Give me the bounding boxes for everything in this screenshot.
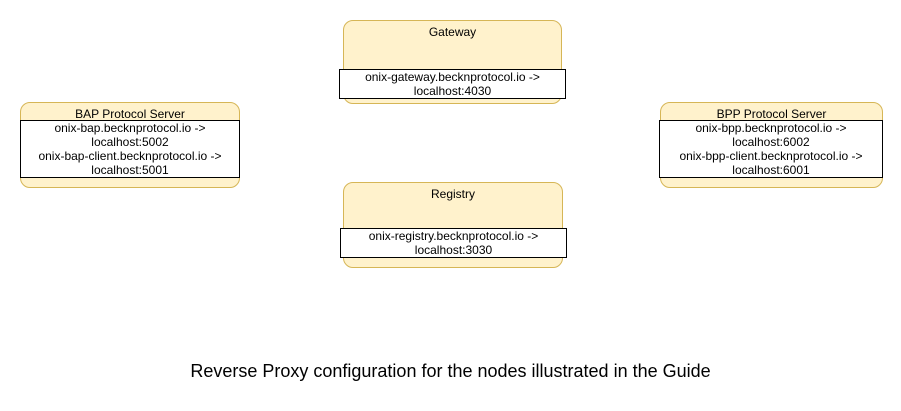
mapping-line: localhost:3030: [414, 243, 493, 257]
node-registry-proxy-mapping: onix-registry.becknprotocol.io -> localh…: [340, 228, 567, 258]
mapping-line: onix-bpp.becknprotocol.io ->: [695, 121, 847, 135]
mapping-line: onix-gateway.becknprotocol.io ->: [365, 70, 540, 84]
mapping-line: onix-registry.becknprotocol.io ->: [368, 229, 539, 243]
node-bap-proxy-mapping: onix-bap.becknprotocol.io -> localhost:5…: [20, 120, 240, 178]
node-bap-title: BAP Protocol Server: [75, 107, 185, 121]
mapping-line: onix-bpp-client.becknprotocol.io ->: [679, 149, 863, 163]
mapping-line: localhost:5001: [91, 163, 169, 177]
node-bap-protocol-server: BAP Protocol Server onix-bap.becknprotoc…: [20, 102, 240, 188]
node-bpp-proxy-mapping: onix-bpp.becknprotocol.io -> localhost:6…: [659, 120, 883, 178]
node-gateway: Gateway onix-gateway.becknprotocol.io ->…: [339, 20, 566, 104]
mapping-line: localhost:5002: [91, 135, 169, 149]
diagram-caption: Reverse Proxy configuration for the node…: [190, 361, 711, 381]
mapping-line: localhost:6001: [732, 163, 810, 177]
node-registry: Registry onix-registry.becknprotocol.io …: [340, 182, 567, 268]
node-bpp-title: BPP Protocol Server: [716, 107, 827, 121]
mapping-line: onix-bap-client.becknprotocol.io ->: [38, 149, 222, 163]
node-registry-title: Registry: [430, 187, 475, 201]
mapping-line: localhost:4030: [413, 84, 492, 98]
node-gateway-proxy-mapping: onix-gateway.becknprotocol.io -> localho…: [339, 69, 566, 99]
mapping-line: localhost:6002: [732, 135, 810, 149]
node-gateway-title: Gateway: [428, 25, 477, 39]
node-bpp-protocol-server: BPP Protocol Server onix-bpp.becknprotoc…: [659, 102, 883, 188]
mapping-line: onix-bap.becknprotocol.io ->: [54, 121, 206, 135]
